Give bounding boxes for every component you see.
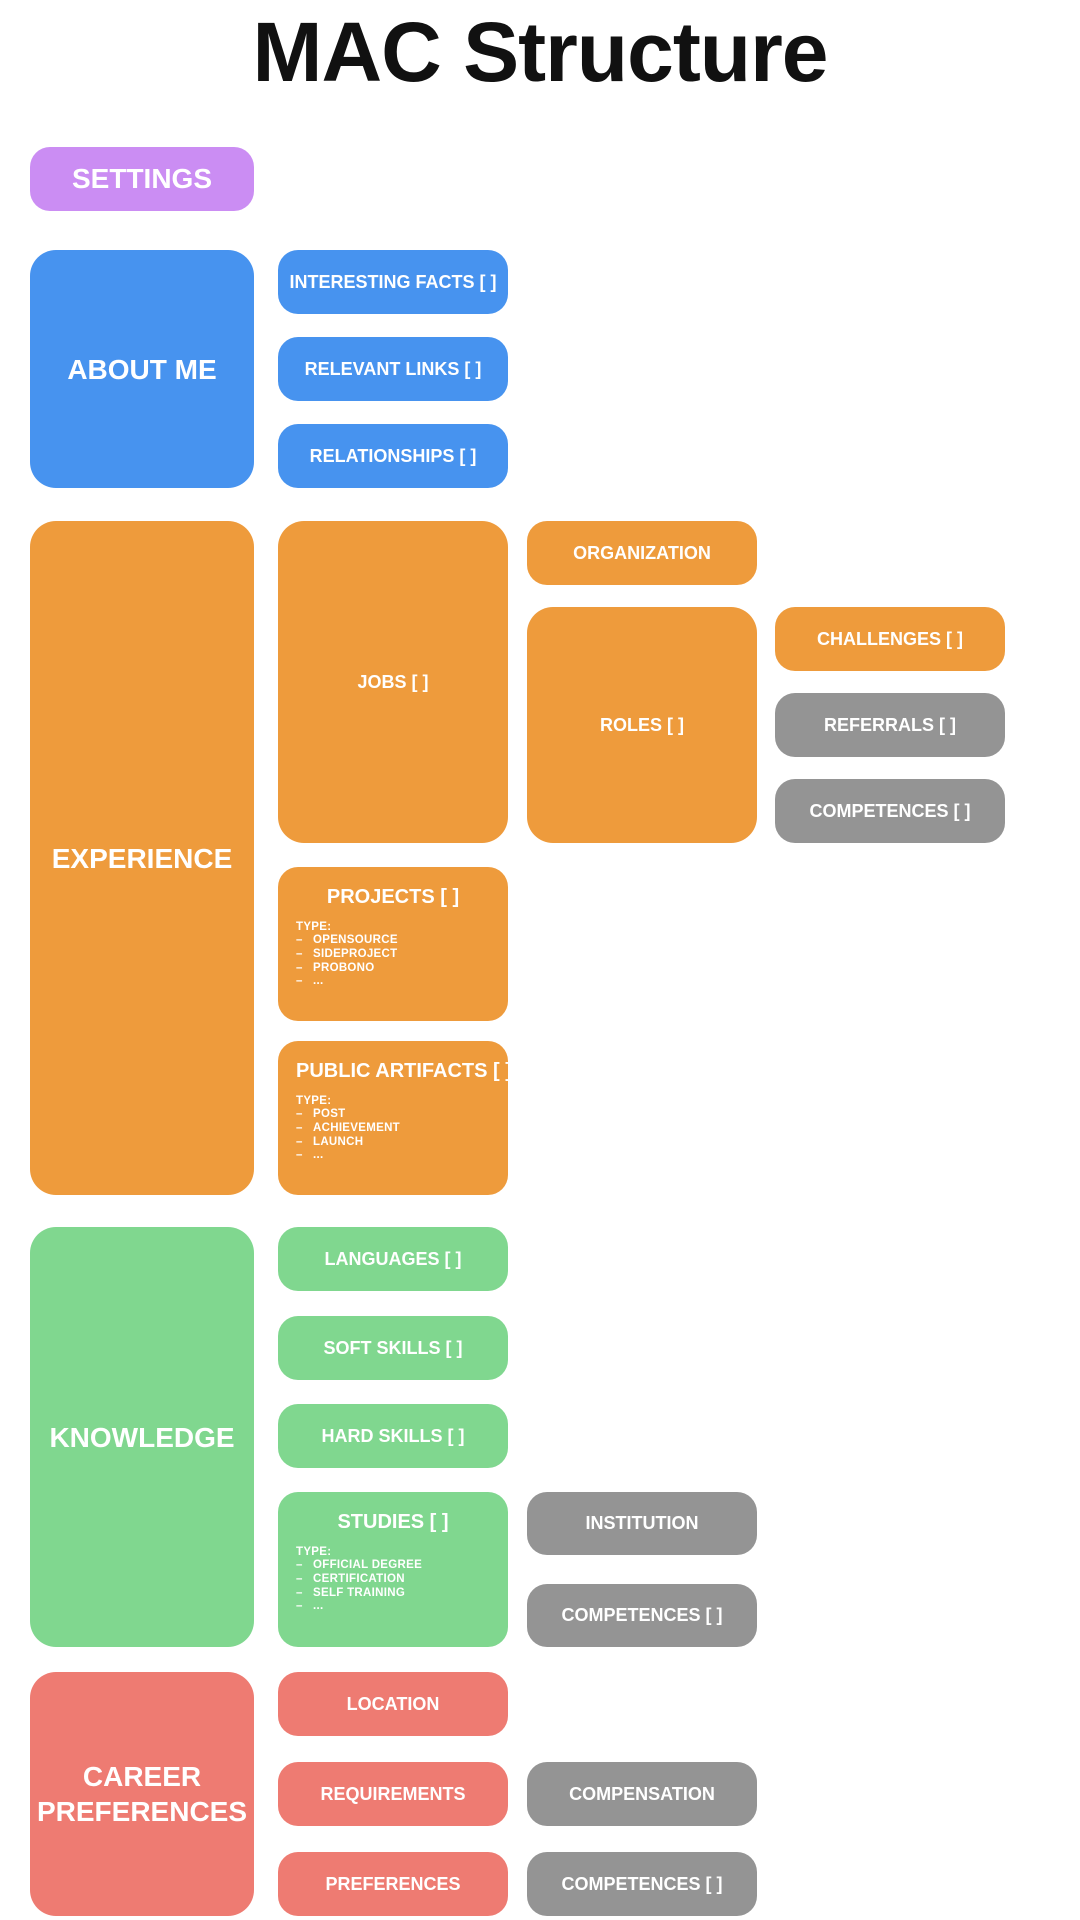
projects-type-item: OPENSOURCE — [296, 934, 490, 948]
public-artifacts-type-heading: TYPE: — [296, 1095, 332, 1107]
roles-competences-label: COMPETENCES [ ] — [809, 800, 971, 821]
institution-label: INSTITUTION — [585, 1513, 699, 1533]
page-title: MAC Structure — [252, 5, 828, 99]
relationships-label: RELATIONSHIPS [ ] — [309, 445, 477, 466]
preferences-label: PREFERENCES — [325, 1873, 461, 1894]
public-artifacts-type-item: POST — [296, 1108, 490, 1122]
hard-skills-label: HARD SKILLS [ ] — [321, 1425, 465, 1446]
studies-type-item: CERTIFICATION — [296, 1573, 490, 1587]
projects-label: PROJECTS [ ] — [326, 886, 460, 908]
referrals-box: REFERRALS [ ] — [775, 693, 1005, 757]
public-artifacts-label: PUBLIC ARTIFACTS [ ] — [296, 1060, 512, 1082]
about-me-label: ABOUT ME — [67, 353, 217, 385]
projects-box: PROJECTS [ ] TYPE: OPENSOURCE SIDEPROJEC… — [278, 867, 508, 1021]
settings-label: SETTINGS — [71, 163, 212, 194]
projects-type-item: ... — [296, 975, 490, 989]
roles-competences-box: COMPETENCES [ ] — [775, 779, 1005, 843]
career-preferences-label: CAREER PREFERENCES — [36, 1761, 248, 1827]
knowledge-label: KNOWLEDGE — [49, 1421, 235, 1453]
relevant-links-box: RELEVANT LINKS [ ] — [278, 337, 508, 401]
studies-type-list: OFFICIAL DEGREE CERTIFICATION SELF TRAIN… — [296, 1559, 490, 1614]
public-artifacts-type-item: ACHIEVEMENT — [296, 1122, 490, 1136]
public-artifacts-type-item: LAUNCH — [296, 1136, 490, 1150]
challenges-label: CHALLENGES [ ] — [817, 628, 963, 649]
hard-skills-box: HARD SKILLS [ ] — [278, 1404, 508, 1468]
challenges-box: CHALLENGES [ ] — [775, 607, 1005, 671]
knowledge-box: KNOWLEDGE — [30, 1227, 254, 1647]
projects-type-item: PROBONO — [296, 962, 490, 976]
requirements-box: REQUIREMENTS — [278, 1762, 508, 1826]
preferences-box: PREFERENCES — [278, 1852, 508, 1916]
studies-competences-box: COMPETENCES [ ] — [527, 1584, 757, 1647]
languages-box: LANGUAGES [ ] — [278, 1227, 508, 1291]
organization-label: ORGANIZATION — [573, 542, 711, 563]
studies-label: STUDIES [ ] — [337, 1511, 449, 1533]
studies-type-item: OFFICIAL DEGREE — [296, 1559, 490, 1573]
soft-skills-box: SOFT SKILLS [ ] — [278, 1316, 508, 1380]
about-me-box: ABOUT ME — [30, 250, 254, 488]
projects-type-list: OPENSOURCE SIDEPROJECT PROBONO ... — [296, 934, 490, 989]
requirements-label: REQUIREMENTS — [320, 1783, 466, 1804]
career-preferences-box: CAREER PREFERENCES — [30, 1672, 254, 1916]
studies-box: STUDIES [ ] TYPE: OFFICIAL DEGREE CERTIF… — [278, 1492, 508, 1647]
relevant-links-label: RELEVANT LINKS [ ] — [304, 358, 482, 379]
relationships-box: RELATIONSHIPS [ ] — [278, 424, 508, 488]
public-artifacts-box: PUBLIC ARTIFACTS [ ] TYPE: POST ACHIEVEM… — [278, 1041, 512, 1195]
languages-label: LANGUAGES [ ] — [324, 1248, 462, 1269]
institution-box: INSTITUTION — [527, 1492, 757, 1555]
interesting-facts-label: INTERESTING FACTS [ ] — [289, 271, 497, 292]
career-competences-label: COMPETENCES [ ] — [561, 1873, 723, 1894]
career-competences-box: COMPETENCES [ ] — [527, 1852, 757, 1916]
public-artifacts-type-list: POST ACHIEVEMENT LAUNCH ... — [296, 1108, 490, 1163]
compensation-label: COMPENSATION — [569, 1783, 715, 1804]
soft-skills-label: SOFT SKILLS [ ] — [323, 1337, 463, 1358]
studies-competences-label: COMPETENCES [ ] — [561, 1605, 723, 1625]
settings-box: SETTINGS — [30, 147, 254, 211]
jobs-label: JOBS [ ] — [357, 671, 429, 692]
experience-label: EXPERIENCE — [51, 842, 233, 874]
studies-type-item: ... — [296, 1600, 490, 1614]
studies-type-item: SELF TRAINING — [296, 1587, 490, 1601]
projects-type-item: SIDEPROJECT — [296, 948, 490, 962]
public-artifacts-type-item: ... — [296, 1149, 490, 1163]
location-box: LOCATION — [278, 1672, 508, 1736]
organization-box: ORGANIZATION — [527, 521, 757, 585]
projects-type-heading: TYPE: — [296, 921, 332, 933]
jobs-box: JOBS [ ] — [278, 521, 508, 843]
roles-box: ROLES [ ] — [527, 607, 757, 843]
location-label: LOCATION — [346, 1693, 440, 1714]
experience-box: EXPERIENCE — [30, 521, 254, 1195]
interesting-facts-box: INTERESTING FACTS [ ] — [278, 250, 508, 314]
compensation-box: COMPENSATION — [527, 1762, 757, 1826]
referrals-label: REFERRALS [ ] — [824, 714, 956, 735]
roles-label: ROLES [ ] — [600, 714, 684, 735]
studies-type-heading: TYPE: — [296, 1546, 332, 1558]
